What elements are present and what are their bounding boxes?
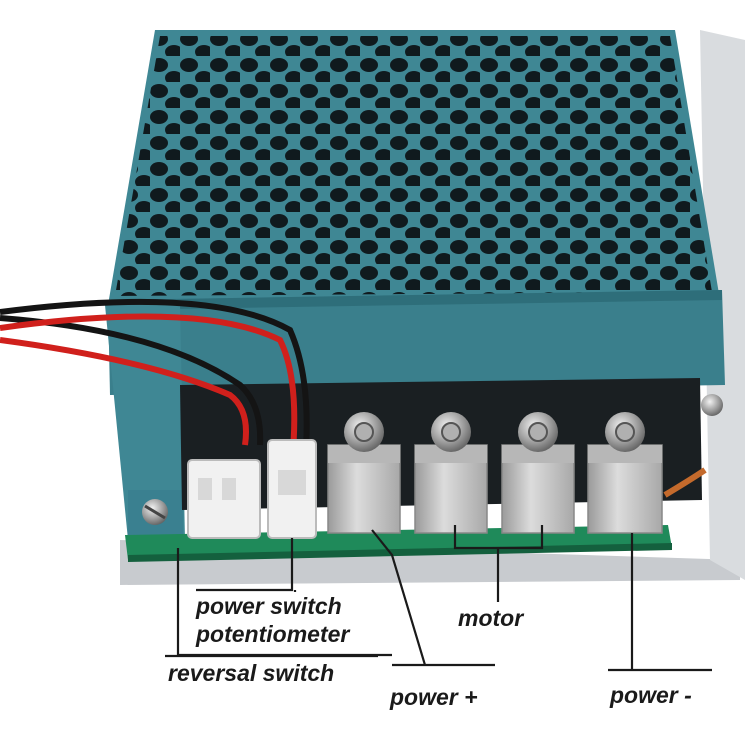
callout-power-plus <box>371 529 495 667</box>
terminal-block-3 <box>501 412 575 534</box>
label-power-plus: power + <box>390 684 478 710</box>
wire-black-1 <box>0 315 264 446</box>
enclosure-front-shade <box>108 290 722 310</box>
connector-pot-slot <box>278 470 306 495</box>
label-potentiometer: potentiometer <box>196 621 350 647</box>
wire-red-2 <box>0 313 298 463</box>
wire-red-1 <box>0 337 249 446</box>
wire-black-2 <box>0 298 310 463</box>
enclosure-vents <box>115 36 712 296</box>
label-motor: motor <box>458 605 524 631</box>
label-power-minus: power - <box>610 682 692 708</box>
internal-wire <box>663 467 707 498</box>
callout-power-switch <box>196 538 294 592</box>
label-reversal-switch: reversal switch <box>168 660 335 686</box>
connector-reversal-slot-1 <box>198 478 212 500</box>
terminal-block-4 <box>587 412 663 534</box>
chassis-right-side <box>700 30 745 580</box>
side-screw-icon <box>701 394 723 416</box>
terminal-block-1 <box>327 412 401 534</box>
callout-lines <box>165 525 712 672</box>
terminal-block-2 <box>414 412 488 534</box>
label-power-switch: power switch <box>196 593 342 619</box>
connector-reversal-slot-2 <box>222 478 236 500</box>
bracket-screw-slot <box>144 504 166 520</box>
